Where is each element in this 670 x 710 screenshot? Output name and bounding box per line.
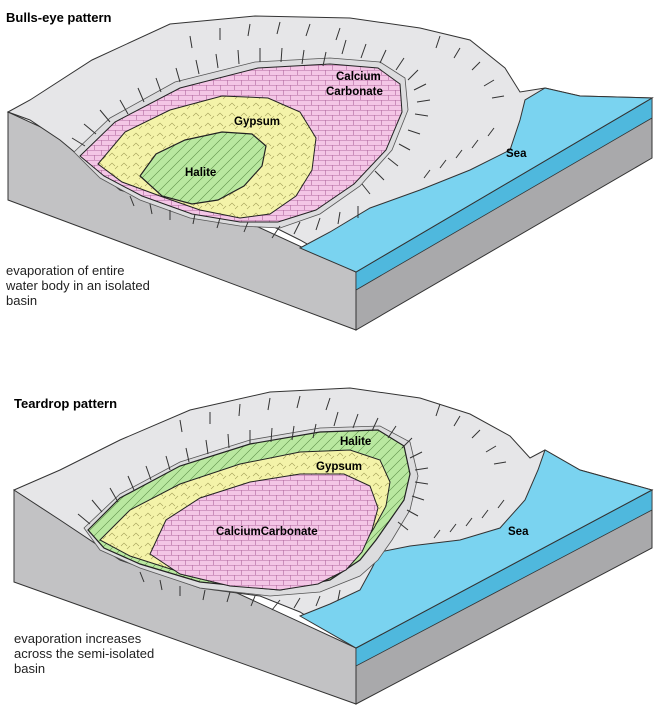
description-line-2: across the semi-isolated bbox=[14, 646, 154, 661]
panel-title: Teardrop pattern bbox=[14, 396, 117, 411]
label-sea: Sea bbox=[508, 526, 529, 538]
label-carbonate: Carbonate bbox=[326, 86, 383, 98]
sea-surface bbox=[298, 449, 654, 649]
sea-surface bbox=[298, 87, 654, 273]
label-sea: Sea bbox=[506, 148, 527, 160]
slope-hachures bbox=[71, 21, 505, 239]
label-calcium: Calcium bbox=[336, 71, 381, 83]
label-halite: Halite bbox=[340, 436, 371, 448]
description-line-3: basin bbox=[6, 293, 37, 308]
panel-title: Bulls-eye pattern bbox=[6, 10, 112, 25]
description-line-1: evaporation increases bbox=[14, 631, 142, 646]
halite-zone bbox=[139, 131, 267, 205]
label-gypsum: Gypsum bbox=[316, 461, 362, 473]
label-calcium-carbonate: CalciumCarbonate bbox=[216, 526, 318, 538]
panel-teardrop: Teardrop pattern Halite Gypsum C bbox=[12, 387, 654, 705]
panel-bullseye: Bulls-eye pattern Calcium Carbo bbox=[5, 10, 654, 331]
description-line-1: evaporation of entire bbox=[6, 263, 125, 278]
calcium-carbonate-zone bbox=[149, 473, 379, 591]
description-line-2: water body in an isolated bbox=[5, 278, 150, 293]
label-gypsum: Gypsum bbox=[234, 116, 280, 128]
label-halite: Halite bbox=[185, 167, 216, 179]
slope-hachures bbox=[77, 395, 507, 611]
description-line-3: basin bbox=[14, 661, 45, 676]
